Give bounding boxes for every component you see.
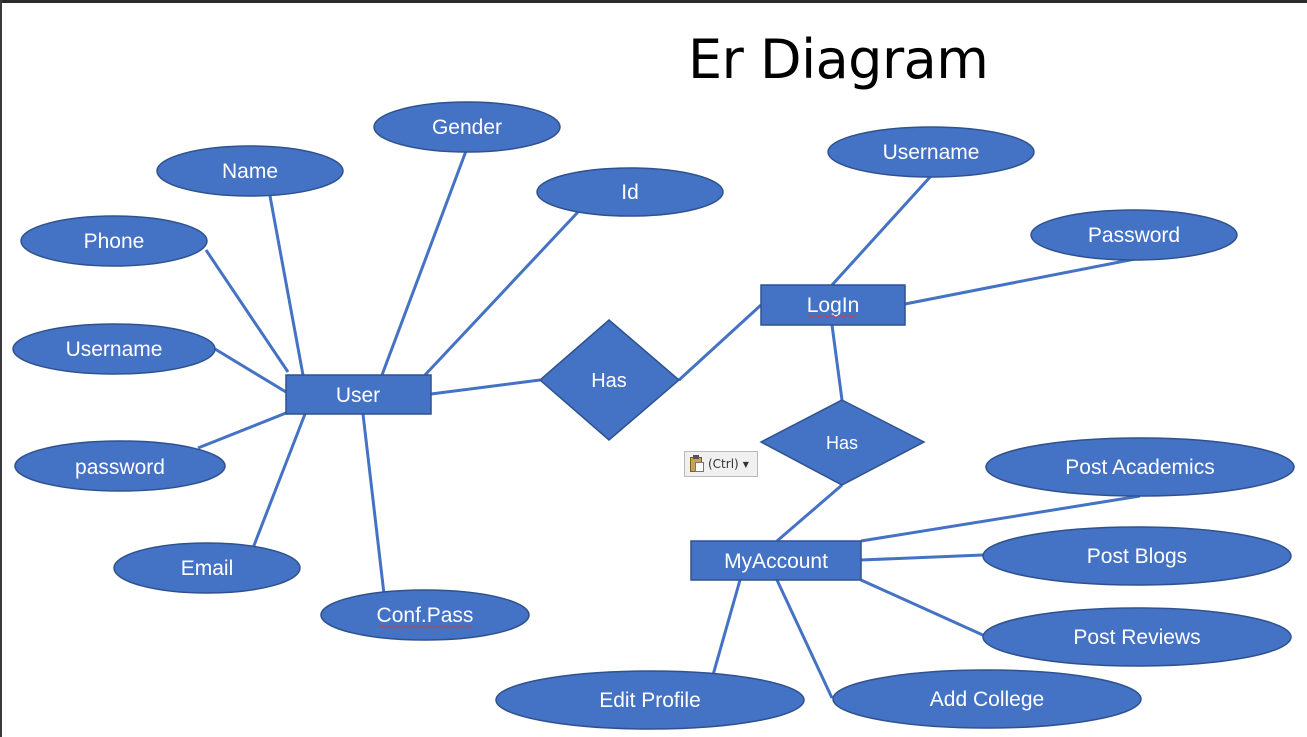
attribute-login-password: Password: [1030, 209, 1238, 261]
svg-text:Post Blogs: Post Blogs: [1087, 545, 1187, 568]
line-login-password: [904, 257, 1136, 306]
attribute-email: Email: [113, 542, 301, 594]
line-account-academics: [860, 494, 1141, 543]
svg-text:Add College: Add College: [930, 688, 1044, 711]
attribute-username: Username: [12, 323, 216, 375]
attribute-name: Name: [156, 145, 344, 197]
svg-text:Password: Password: [1088, 224, 1180, 247]
attribute-post-reviews: Post Reviews: [982, 607, 1292, 667]
svg-text:MyAccount: MyAccount: [724, 550, 828, 573]
line-user-has: [430, 378, 541, 396]
attribute-id: Id: [536, 167, 724, 217]
relationship-has-login-account: Has: [759, 399, 926, 486]
attribute-gender: Gender: [373, 101, 561, 153]
attribute-add-college: Add College: [832, 669, 1142, 729]
attribute-password: password: [14, 440, 226, 492]
line-user-confpass: [361, 413, 386, 595]
svg-text:Username: Username: [66, 338, 163, 361]
window-top-border: [0, 0, 1307, 3]
line-has-login: [677, 303, 763, 382]
svg-text:Email: Email: [181, 557, 234, 580]
line-user-username: [214, 347, 287, 394]
paste-options-button[interactable]: (Ctrl) ▼: [684, 451, 758, 477]
entity-myaccount: MyAccount: [690, 540, 862, 581]
line-user-name: [268, 195, 305, 376]
diagram-title: Er Diagram: [688, 28, 989, 91]
relationship-has-user-login: Has: [538, 319, 681, 441]
line-login-username: [830, 174, 933, 287]
line-user-password: [197, 411, 287, 450]
line-has2-myaccount: [776, 483, 843, 543]
line-account-college: [775, 579, 834, 699]
svg-text:Username: Username: [883, 141, 980, 164]
entity-user: User: [285, 374, 432, 415]
clipboard-icon: [689, 455, 705, 473]
svg-text:Conf.Pass: Conf.Pass: [377, 604, 474, 627]
svg-text:Id: Id: [621, 181, 639, 204]
svg-text:Post Academics: Post Academics: [1065, 456, 1214, 479]
svg-text:Edit Profile: Edit Profile: [599, 689, 701, 712]
line-login-has2: [830, 324, 844, 401]
attribute-post-academics: Post Academics: [985, 437, 1295, 497]
svg-text:Has: Has: [591, 370, 627, 392]
line-user-phone: [204, 249, 290, 373]
attribute-post-blogs: Post Blogs: [982, 526, 1292, 586]
svg-text:password: password: [75, 456, 165, 479]
paste-options-label: (Ctrl): [708, 457, 739, 471]
attribute-login-username: Username: [827, 126, 1035, 178]
svg-text:LogIn: LogIn: [807, 294, 860, 317]
line-user-id: [423, 210, 580, 377]
svg-text:Post Reviews: Post Reviews: [1073, 626, 1200, 649]
svg-text:Has: Has: [826, 433, 858, 453]
connector-lines: [197, 150, 1141, 699]
spellcheck-underline: [379, 625, 473, 629]
attribute-phone: Phone: [20, 215, 208, 267]
entity-login: LogIn: [760, 284, 906, 326]
line-account-editprofile: [711, 579, 742, 676]
caret-down-icon: ▼: [742, 459, 749, 469]
window-left-border: [0, 0, 2, 737]
line-account-blogs: [860, 553, 984, 562]
svg-text:Gender: Gender: [432, 116, 502, 139]
svg-text:Name: Name: [222, 160, 278, 183]
spellcheck-underline: [805, 314, 859, 318]
line-user-gender: [380, 150, 468, 376]
attribute-edit-profile: Edit Profile: [495, 670, 805, 730]
line-user-email: [251, 413, 307, 549]
attribute-confpass: Conf.Pass: [320, 589, 530, 641]
svg-text:User: User: [336, 384, 380, 407]
line-account-reviews: [860, 578, 986, 638]
svg-text:Phone: Phone: [84, 230, 145, 253]
